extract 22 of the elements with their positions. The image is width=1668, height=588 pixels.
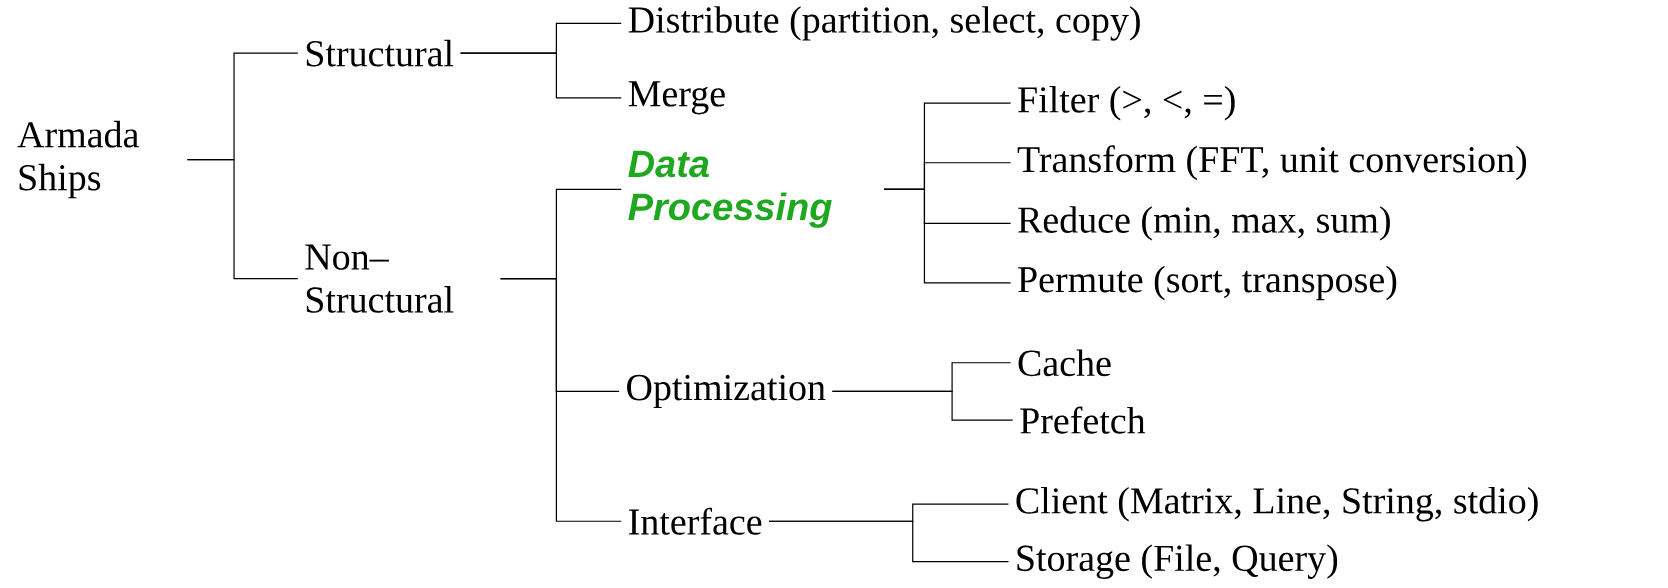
tree-connector [186,158,299,280]
category-label: Non– Structural [305,244,454,313]
category-label: Reduce (min, max, sum) [1018,206,1390,241]
category-label: Transform (FFT, unit conversion) [1017,145,1527,181]
category-label: Distribute (partition, select, copy) [628,6,1140,41]
highlighted-label: Data Processing [628,150,832,228]
tree-connector [768,520,1010,563]
category-label: Cache [1018,349,1111,376]
category-label: Prefetch [1020,406,1146,434]
category-label: Filter (>, <, =) [1018,85,1235,121]
category-label: Merge [628,81,725,115]
category-label: Armada Ships [17,120,139,199]
category-label: Storage (File, Query) [1017,544,1338,579]
tree-connector [831,390,1014,421]
category-label: Permute (sort, transpose) [1018,265,1397,301]
tree-connector [459,52,622,99]
tree-connector [883,188,1012,284]
category-label: Structural [306,39,454,67]
category-label: Client (Matrix, Line, String, stdio) [1016,486,1538,522]
tree-connector [500,278,622,522]
category-label: Optimization [627,374,826,408]
category-label: Interface [629,507,762,535]
